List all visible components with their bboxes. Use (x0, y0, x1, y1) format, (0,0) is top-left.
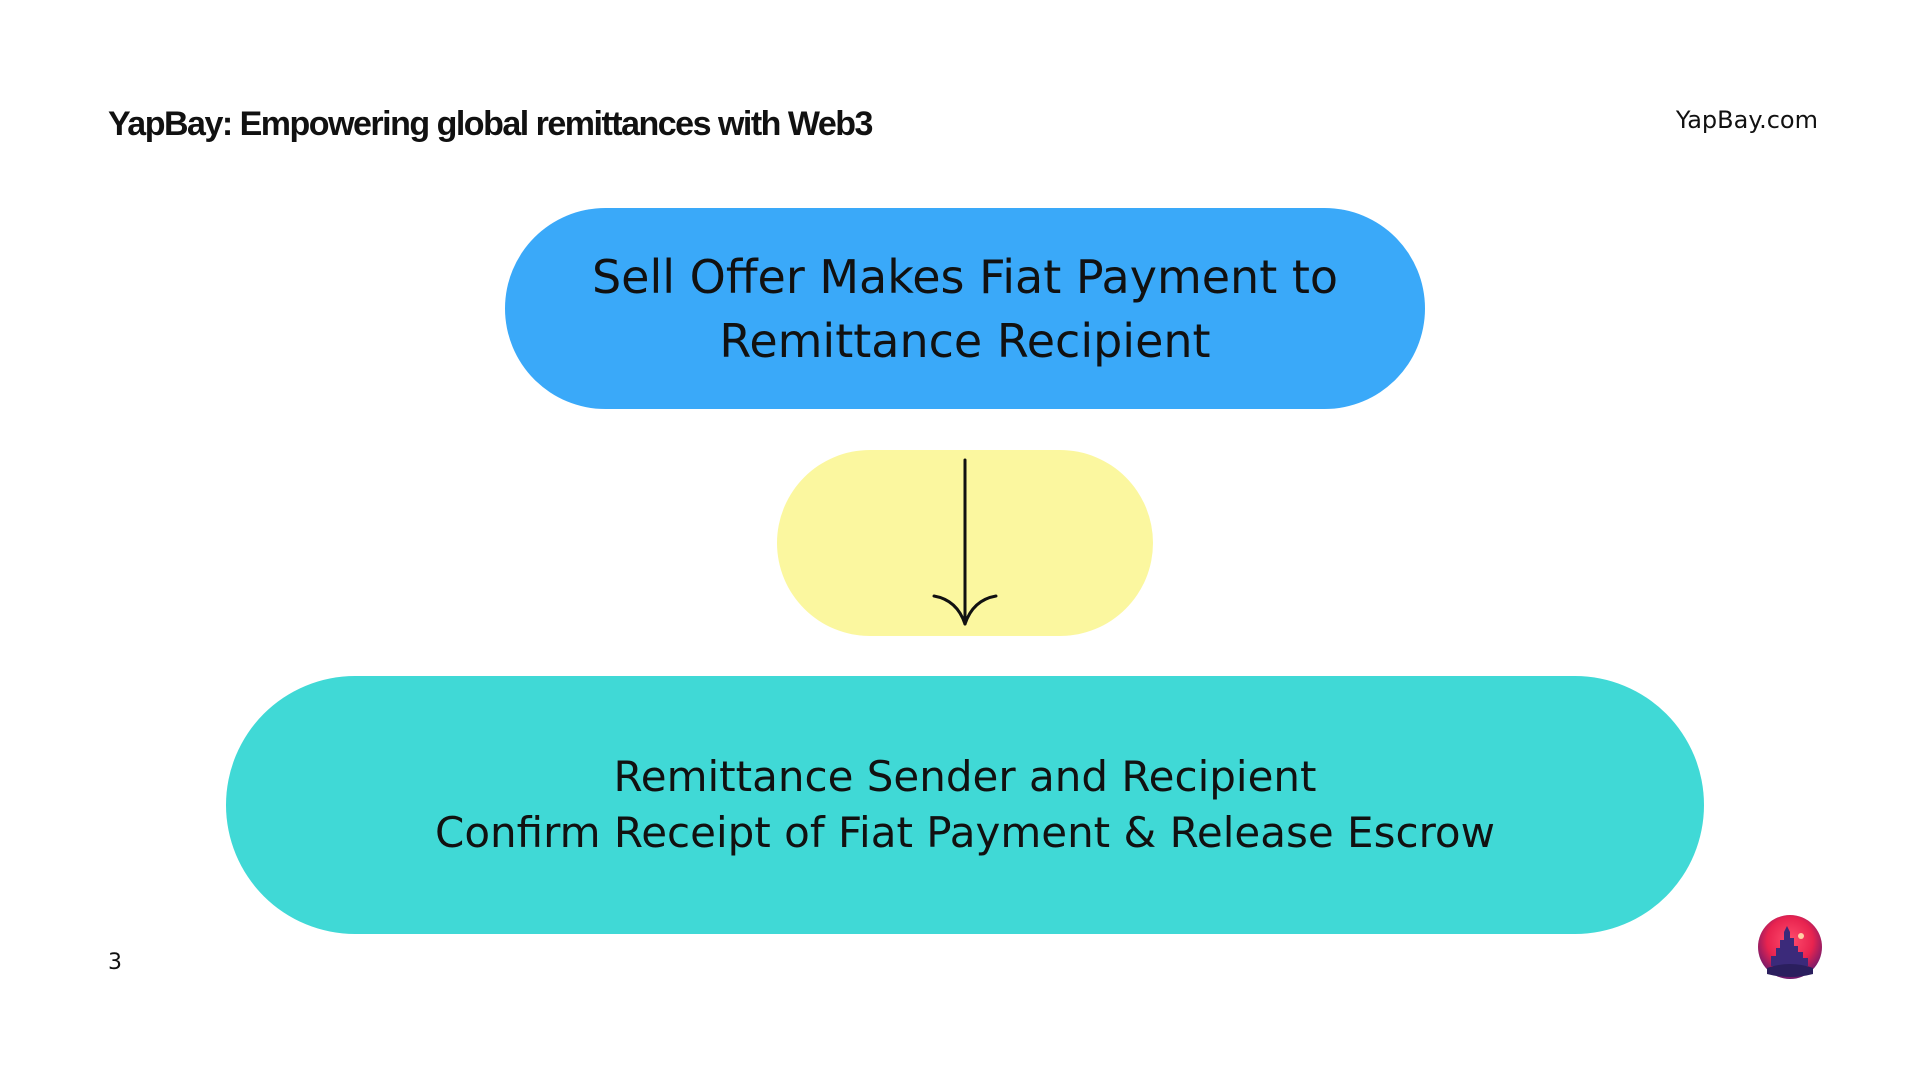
slide-title: YapBay: Empowering global remittances wi… (108, 105, 873, 143)
site-link[interactable]: YapBay.com (1675, 106, 1818, 134)
step-sell-offer-line-1: Sell Offer Makes Fiat Payment to (591, 249, 1339, 304)
yapbay-logo-icon (1758, 915, 1822, 979)
step-sell-offer-payment: Sell Offer Makes Fiat Payment to Remitta… (505, 208, 1425, 409)
step-confirm-line-1: Remittance Sender and Recipient (613, 752, 1317, 801)
step-confirm-release-escrow: Remittance Sender and Recipient Confirm … (226, 676, 1704, 934)
step-confirm-line-2: Confirm Receipt of Fiat Payment & Releas… (435, 808, 1495, 857)
page-number: 3 (108, 950, 122, 975)
flow-connector (777, 450, 1153, 636)
down-arrow-icon (932, 458, 998, 626)
step-sell-offer-line-2: Remittance Recipient (719, 313, 1211, 368)
